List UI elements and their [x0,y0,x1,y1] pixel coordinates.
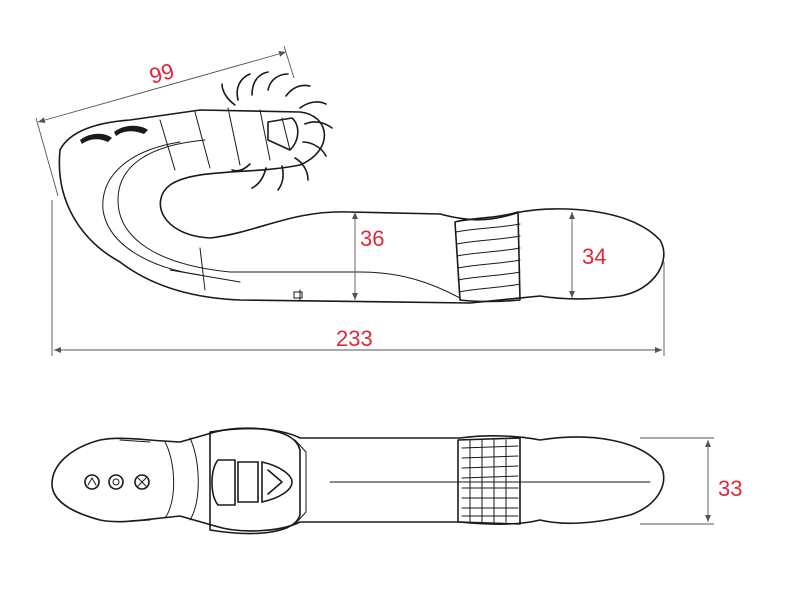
top-wheel-head [209,427,307,535]
side-segment-lines [169,247,301,301]
dim-top-height: 33 [640,437,742,525]
top-ribbed-section [457,437,521,525]
top-view: 33 [51,427,742,535]
mode-button-icon [108,474,124,490]
dim-head-height-label: 34 [582,244,606,269]
dim-top-height-label: 33 [718,476,742,501]
side-inner-groove-2 [102,141,201,276]
side-view: 99 36 34 233 [35,45,665,356]
dim-overall-length-label: 233 [336,326,373,351]
dim-shaft-height-label: 36 [360,226,384,251]
top-control-buttons [84,474,150,490]
dim-overall-length: 233 [51,200,665,356]
side-ribbed-section [454,211,521,303]
spin-button-icon [134,474,150,490]
top-handle-lines [119,437,199,523]
power-button-icon [84,474,100,490]
top-body-outline [51,427,665,532]
dim-head-height: 34 [569,212,606,298]
side-head-tip [267,117,299,151]
side-charge-port [293,291,303,299]
dim-shaft-height: 36 [352,212,384,300]
dim-upper-arm: 99 [35,45,295,197]
side-body-outline [58,109,665,304]
side-inner-groove [117,139,461,299]
side-head-segments [159,107,291,171]
side-button-bumps [80,125,148,144]
